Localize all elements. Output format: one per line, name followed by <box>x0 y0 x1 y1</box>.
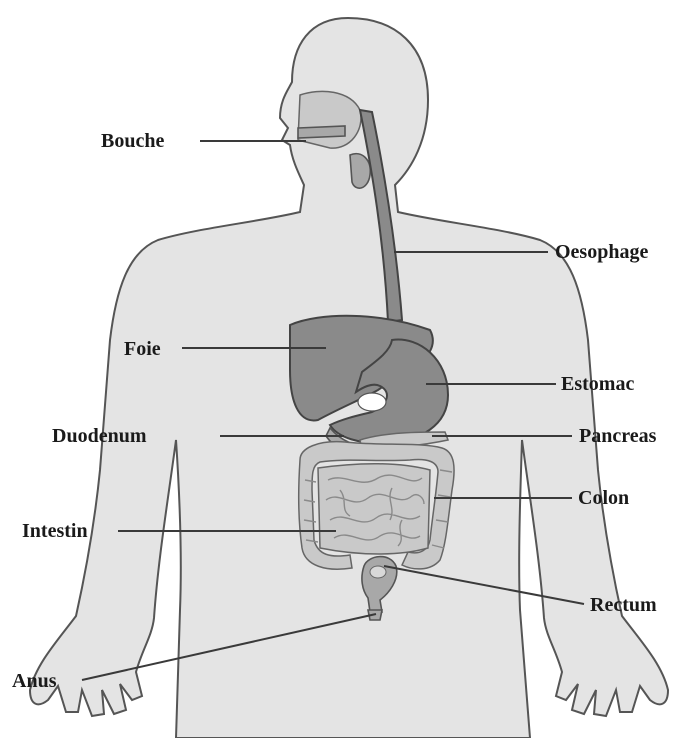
small-intestine <box>318 464 430 554</box>
label-foie: Foie <box>124 338 161 360</box>
label-pancreas: Pancreas <box>579 425 657 447</box>
label-duodenum: Duodenum <box>52 425 147 447</box>
label-rectum: Rectum <box>590 594 657 616</box>
label-anus: Anus <box>12 670 57 692</box>
label-estomac: Estomac <box>561 373 634 395</box>
label-intestin: Intestin <box>22 520 88 542</box>
label-oesophage: Oesophage <box>555 241 648 263</box>
label-colon: Colon <box>578 487 629 509</box>
label-bouche: Bouche <box>101 130 164 152</box>
